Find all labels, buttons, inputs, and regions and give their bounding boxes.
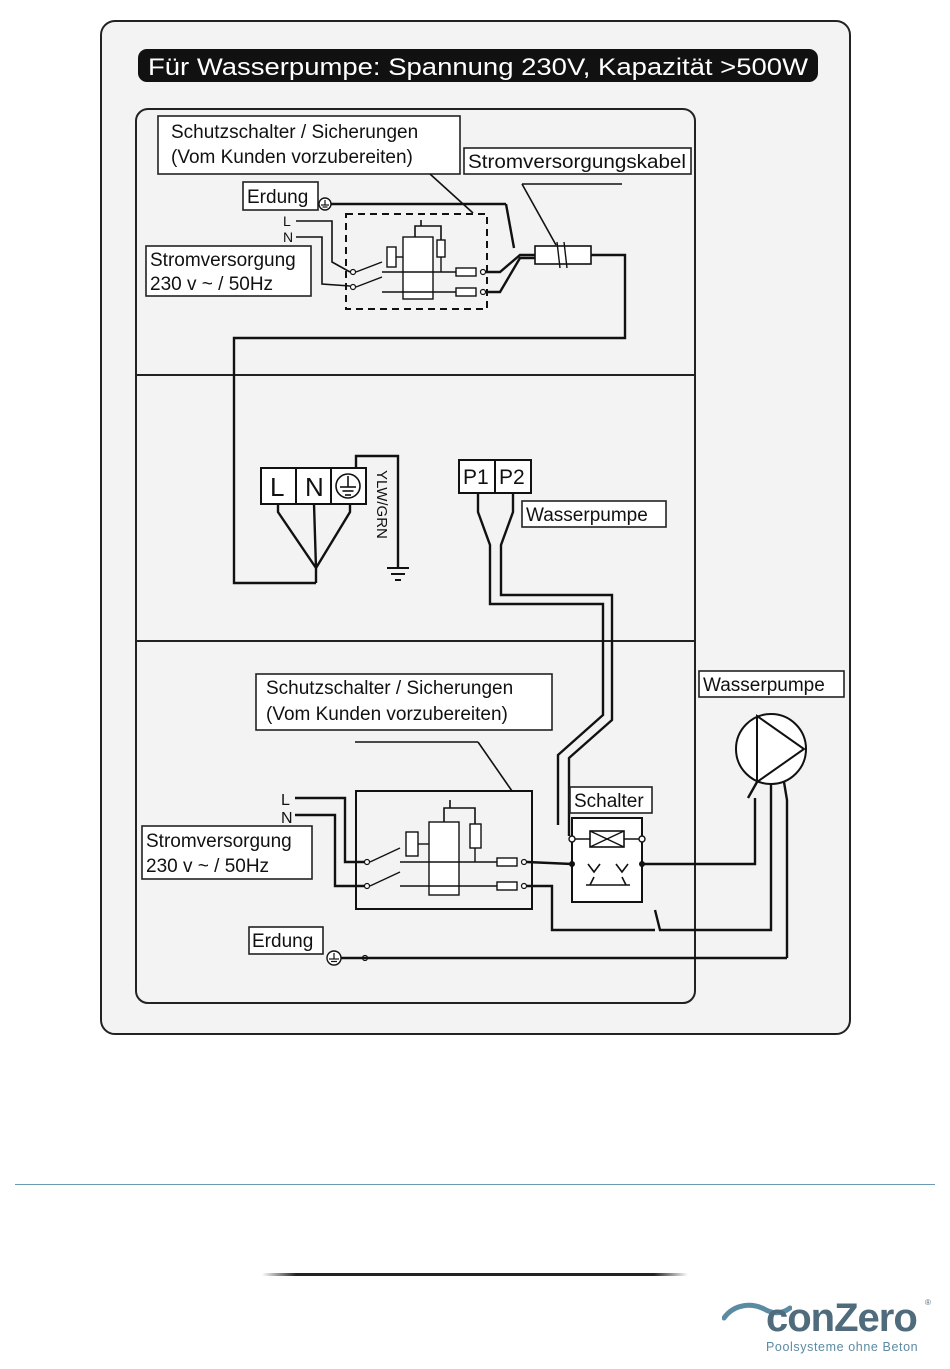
supply-label-2-line1: Stromversorgung bbox=[146, 831, 292, 852]
terminal-n: N bbox=[305, 472, 324, 502]
breaker-label-line1: Schutzschalter / Sicherungen bbox=[171, 122, 418, 143]
supply-label-2-line2: 230 v ~ / 50Hz bbox=[146, 856, 269, 877]
cable-label: Stromversorgungskabel bbox=[468, 152, 686, 173]
switch-label-box bbox=[569, 786, 653, 814]
terminal-block: L N bbox=[260, 467, 367, 505]
cable-label-box bbox=[463, 147, 692, 175]
section-power-supply: Schutzschalter / Sicherungen (Vom Kunden… bbox=[145, 115, 692, 585]
inner-panel bbox=[135, 108, 696, 1004]
pump-terminal-block: P1 P2 bbox=[458, 459, 532, 494]
line-label-l-2: L bbox=[281, 792, 290, 809]
breaker-label-box bbox=[157, 115, 461, 175]
breaker-label-line2: (Vom Kunden vorzubereiten) bbox=[171, 147, 413, 168]
breaker-enclosure-2 bbox=[355, 790, 533, 910]
breaker-symbol-2-icon bbox=[363, 800, 528, 896]
pump-label-box-small bbox=[521, 500, 667, 528]
swoosh-icon bbox=[722, 1302, 792, 1321]
pump-label-box bbox=[698, 670, 845, 698]
footer-divider bbox=[15, 1184, 935, 1185]
line-label-n-2: N bbox=[281, 810, 293, 827]
earth-label-2: Erdung bbox=[252, 931, 313, 952]
footer-line-mark bbox=[262, 1273, 688, 1276]
breaker-symbol-icon bbox=[349, 220, 487, 300]
earth-symbol-2-icon bbox=[326, 950, 342, 966]
brand-logo: conZero ® Poolsysteme ohne Beton bbox=[722, 1296, 937, 1356]
earth-label: Erdung bbox=[247, 187, 308, 208]
ground-symbol-icon bbox=[387, 567, 409, 581]
earth-label-box bbox=[242, 181, 319, 211]
breaker-enclosure bbox=[345, 213, 488, 310]
pump-symbol-icon bbox=[735, 713, 807, 958]
terminal-p2: P2 bbox=[499, 466, 525, 489]
line-label-n: N bbox=[283, 229, 293, 245]
breaker-label-2-line2: (Vom Kunden vorzubereiten) bbox=[266, 704, 508, 725]
title-bar bbox=[138, 49, 818, 82]
ground-terminal-icon bbox=[335, 473, 361, 499]
terminal-l: L bbox=[270, 472, 284, 502]
terminal-p1: P1 bbox=[463, 466, 489, 489]
supply-label-line1: Stromversorgung bbox=[150, 250, 296, 271]
supply-label-line2: 230 v ~ / 50Hz bbox=[150, 274, 273, 295]
switch-label: Schalter bbox=[574, 791, 644, 812]
switch-symbol-icon bbox=[568, 817, 646, 903]
supply-label-box bbox=[145, 245, 312, 297]
section-pump-wiring: Schutzschalter / Sicherungen (Vom Kunden… bbox=[141, 670, 845, 966]
supply-label-box-2 bbox=[141, 825, 313, 880]
cable-symbol-icon bbox=[534, 241, 592, 269]
brand-name: conZero bbox=[766, 1296, 918, 1340]
breaker-label-box-2 bbox=[255, 673, 553, 731]
diagram-title: Für Wasserpumpe: Spannung 230V, Kapazitä… bbox=[148, 54, 808, 81]
breaker-label-2-line1: Schutzschalter / Sicherungen bbox=[266, 678, 513, 699]
pump-label: Wasserpumpe bbox=[703, 675, 825, 696]
brand-tagline: Poolsysteme ohne Beton bbox=[766, 1340, 919, 1354]
earth-label-box-2 bbox=[248, 926, 324, 955]
earth-symbol-icon bbox=[318, 197, 332, 211]
line-label-l: L bbox=[283, 213, 291, 229]
pump-label-small: Wasserpumpe bbox=[526, 505, 648, 526]
registered-mark: ® bbox=[925, 1298, 931, 1307]
ground-wire-label: YLW/GRN bbox=[373, 470, 390, 539]
section-terminals: L N YLW/GRN P1 P2 Wasserpumpe bbox=[260, 454, 667, 836]
